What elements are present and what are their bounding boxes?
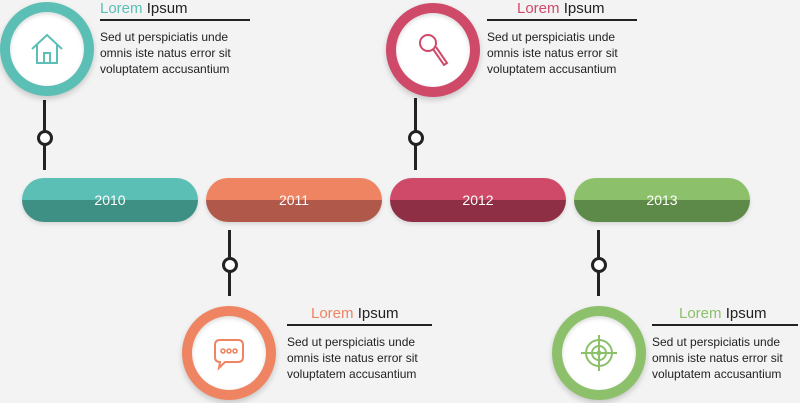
info-body: Sed ut perspiciatis unde omnis iste natu… — [100, 30, 231, 76]
info-rule — [652, 324, 798, 326]
circle-badge-2012 — [386, 3, 480, 97]
info-block-2011: Lorem Ipsum Sed ut perspiciatis unde omn… — [287, 305, 447, 382]
info-block-2013: Lorem Ipsum Sed ut perspiciatis unde omn… — [652, 305, 800, 382]
info-title-rest: Ipsum — [725, 305, 767, 322]
info-title-accent: Lorem — [679, 305, 722, 322]
info-title: Lorem Ipsum — [287, 305, 447, 322]
timeline-pill-2011: 2011 — [206, 178, 382, 222]
timeline-year: 2013 — [646, 192, 678, 208]
connector-node-2013 — [591, 257, 607, 273]
timeline-pill-2013: 2013 — [574, 178, 750, 222]
connector-node-2011 — [222, 257, 238, 273]
info-rule — [487, 19, 637, 21]
circle-badge-2010 — [0, 2, 94, 96]
info-title-accent: Lorem — [311, 305, 354, 322]
timeline-year: 2010 — [94, 192, 126, 208]
info-block-2012: Lorem Ipsum Sed ut perspiciatis unde omn… — [487, 0, 647, 77]
info-block-2010: Lorem Ipsum Sed ut perspiciatis unde omn… — [100, 0, 260, 77]
home-icon — [31, 33, 63, 64]
info-rule — [100, 19, 250, 21]
info-title-accent: Lorem — [517, 0, 560, 17]
info-title: Lorem Ipsum — [487, 0, 647, 17]
info-title: Lorem Ipsum — [100, 0, 260, 17]
chat-bubble-icon — [214, 339, 244, 371]
info-body: Sed ut perspiciatis unde omnis iste natu… — [487, 30, 618, 76]
info-body: Sed ut perspiciatis unde omnis iste natu… — [652, 335, 783, 381]
target-icon — [581, 335, 617, 371]
info-title: Lorem Ipsum — [652, 305, 800, 322]
info-title-rest: Ipsum — [357, 305, 399, 322]
info-title-rest: Ipsum — [563, 0, 605, 17]
timeline-pill-2010: 2010 — [22, 178, 198, 222]
circle-badge-2011 — [182, 306, 276, 400]
circle-badge-2013 — [552, 306, 646, 400]
info-title-accent: Lorem — [100, 0, 143, 17]
magnifier-icon — [419, 34, 449, 67]
info-body: Sed ut perspiciatis unde omnis iste natu… — [287, 335, 418, 381]
timeline-year: 2012 — [462, 192, 494, 208]
info-rule — [287, 324, 432, 326]
connector-node-2010 — [37, 130, 53, 146]
connector-node-2012 — [408, 130, 424, 146]
timeline-year: 2011 — [278, 192, 310, 208]
timeline-pill-2012: 2012 — [390, 178, 566, 222]
info-title-rest: Ipsum — [146, 0, 188, 17]
